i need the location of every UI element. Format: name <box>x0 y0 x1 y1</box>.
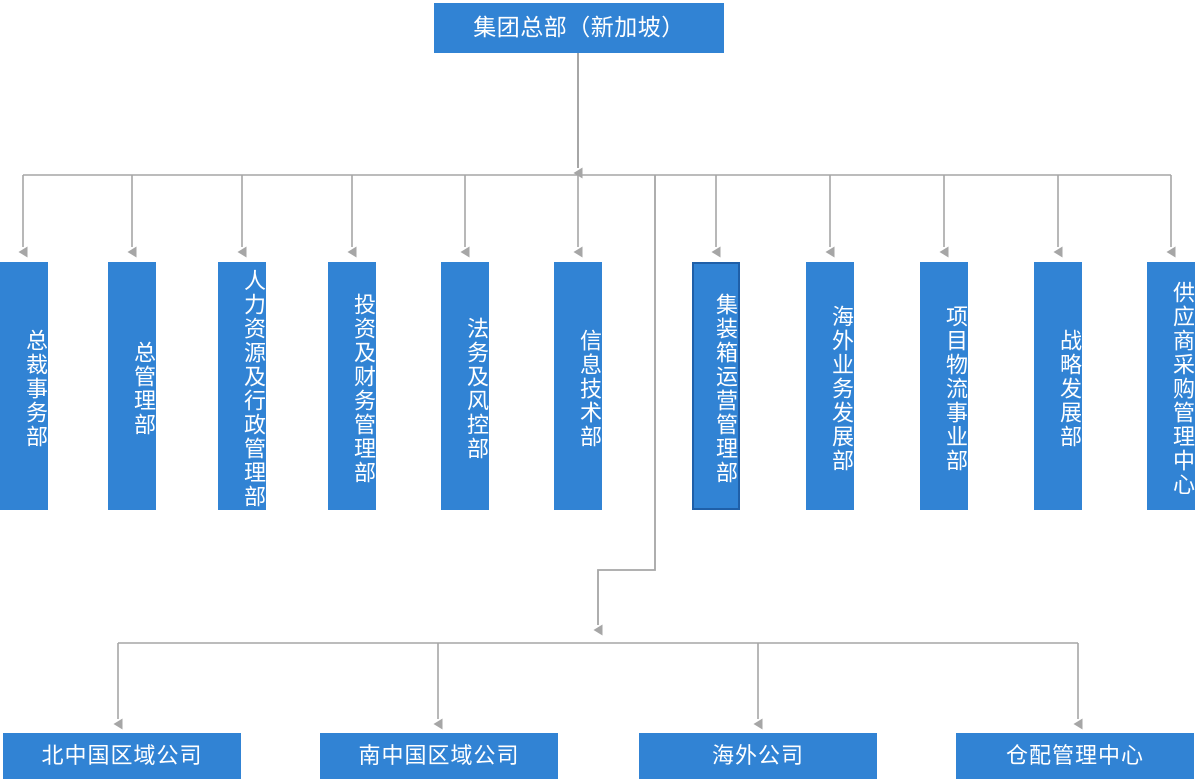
node-subsidiary-2[interactable]: 南中国区域公司 <box>320 733 558 779</box>
node-subsidiary-3-label: 海外公司 <box>711 743 804 769</box>
node-subsidiary-4[interactable]: 仓配管理中心 <box>956 733 1194 779</box>
node-department-6-label: 信息技术部 <box>577 329 602 449</box>
node-department-7-label: 集装箱运营管理部 <box>713 293 738 485</box>
node-department-4[interactable]: 投资及财务管理部 <box>328 262 376 510</box>
node-department-9[interactable]: 项目物流事业部 <box>920 262 968 510</box>
node-root[interactable]: 集团总部（新加坡） <box>434 3 724 53</box>
node-department-2[interactable]: 总管理部 <box>108 262 156 510</box>
node-department-8[interactable]: 海外业务发展部 <box>806 262 854 510</box>
node-department-7[interactable]: 集装箱运营管理部 <box>692 262 740 510</box>
node-subsidiary-1-label: 北中国区域公司 <box>41 743 203 769</box>
node-subsidiary-4-label: 仓配管理中心 <box>1005 743 1144 769</box>
node-department-1-label: 总裁事务部 <box>23 329 48 449</box>
node-department-8-label: 海外业务发展部 <box>829 305 854 473</box>
node-department-10-label: 战略发展部 <box>1057 329 1082 449</box>
node-department-3-label: 人力资源及行政管理部 <box>241 269 266 509</box>
node-subsidiary-2-label: 南中国区域公司 <box>358 743 520 769</box>
node-department-9-label: 项目物流事业部 <box>943 305 968 473</box>
node-department-10[interactable]: 战略发展部 <box>1034 262 1082 510</box>
node-department-2-label: 总管理部 <box>131 341 156 437</box>
node-department-11-label: 供应商采购管理中心 <box>1170 281 1195 497</box>
node-subsidiary-3[interactable]: 海外公司 <box>639 733 877 779</box>
node-root-label: 集团总部（新加坡） <box>473 15 685 41</box>
node-department-11[interactable]: 供应商采购管理中心 <box>1147 262 1195 510</box>
node-department-6[interactable]: 信息技术部 <box>554 262 602 510</box>
node-subsidiary-1[interactable]: 北中国区域公司 <box>3 733 241 779</box>
node-department-4-label: 投资及财务管理部 <box>351 293 376 485</box>
connector-subsidiary-elbow <box>593 175 656 636</box>
node-department-5[interactable]: 法务及风控部 <box>441 262 489 510</box>
node-department-3[interactable]: 人力资源及行政管理部 <box>218 262 266 510</box>
node-department-5-label: 法务及风控部 <box>464 317 489 461</box>
node-department-1[interactable]: 总裁事务部 <box>0 262 48 510</box>
